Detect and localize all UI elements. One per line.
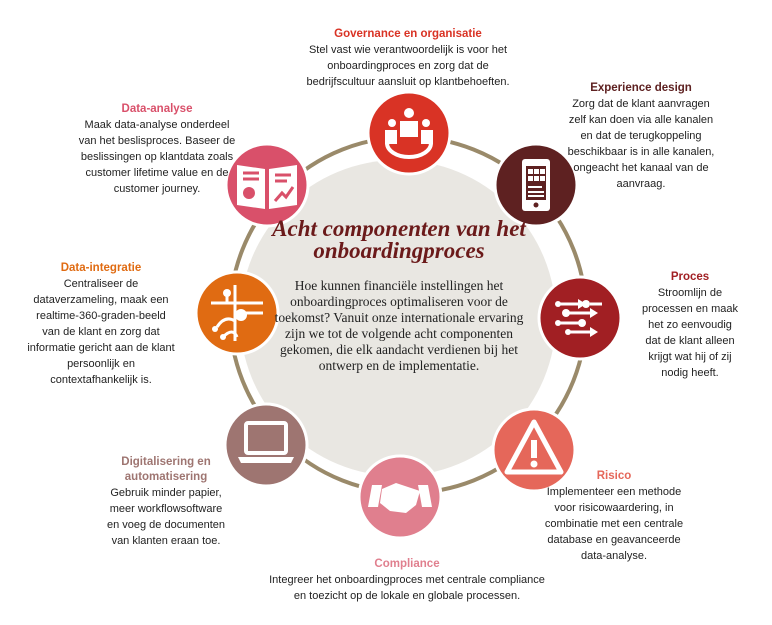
component-title: Governance en organisatie	[334, 28, 482, 40]
component-icon-disc	[194, 270, 280, 356]
component-proces: Proces Stroomlijn de processen en maak h…	[640, 269, 740, 381]
component-text: Centraliseer de dataverzameling, maak ee…	[27, 278, 175, 386]
component-data-analyse: Data-analyse Maak data-analyse onderdeel…	[78, 101, 236, 197]
component-title: Risico	[596, 470, 632, 482]
warning-icon	[504, 419, 564, 475]
component-title: Proces	[670, 271, 710, 283]
component-compliance: Compliance Integreer het onboardingproce…	[262, 556, 552, 604]
network-icon	[211, 285, 263, 341]
component-governance: Governance en organisatie Stel vast wie …	[298, 26, 518, 90]
component-title: Compliance	[374, 558, 440, 570]
component-icon-disc	[357, 454, 443, 540]
component-data-integratie: Data-integratie Centraliseer de dataverz…	[26, 260, 176, 388]
component-icon-disc	[224, 142, 310, 228]
component-icon-disc	[366, 90, 452, 176]
icon-background	[223, 402, 309, 488]
component-icon-disc	[223, 402, 309, 488]
component-risico: Risico Implementeer een methode voor ris…	[535, 468, 693, 564]
smartphone-icon	[522, 159, 550, 211]
laptop-icon	[238, 421, 294, 463]
handshake-icon	[368, 483, 432, 513]
center-panel: Acht componenten van het onboardingproce…	[268, 216, 530, 374]
process-arrows-icon	[555, 299, 602, 337]
component-text: Gebruik minder papier, meer workflowsoft…	[106, 487, 226, 547]
component-title: Digitalisering en automatisering	[121, 456, 211, 483]
people-meeting-icon	[385, 108, 433, 159]
component-text: Zorg dat de klant aanvragen zelf kan doe…	[567, 98, 715, 190]
component-text: Stroomlijn de processen en maak het zo e…	[642, 287, 738, 379]
component-title: Data-analyse	[121, 103, 193, 115]
component-text: Maak data-analyse onderdeel van het besl…	[78, 119, 236, 195]
component-experience-design: Experience design Zorg dat de klant aanv…	[566, 80, 716, 192]
component-text: Implementeer een methode voor risicowaar…	[544, 486, 684, 562]
component-title: Experience design	[590, 82, 692, 94]
center-body: Hoe kunnen financiële instellingen het o…	[274, 278, 524, 373]
component-title: Data-integratie	[60, 262, 142, 274]
component-text: Integreer het onboardingproces met centr…	[269, 574, 545, 602]
center-disk	[240, 160, 556, 476]
icon-background	[537, 275, 623, 361]
center-title: Acht componenten van het onboardingproce…	[272, 216, 526, 263]
component-text: Stel vast wie verantwoordelijk is voor h…	[306, 44, 510, 88]
component-icon-disc	[493, 142, 579, 228]
report-chart-icon	[237, 165, 297, 209]
component-digitalisering: Digitalisering en automatisering Gebruik…	[106, 455, 226, 549]
component-icon-disc	[537, 275, 623, 361]
component-icon-disc	[491, 407, 577, 493]
